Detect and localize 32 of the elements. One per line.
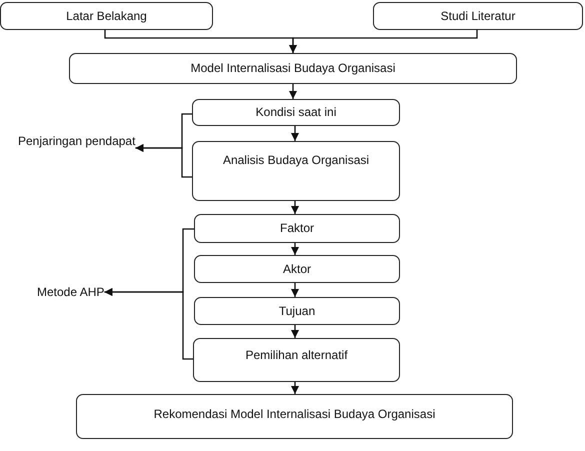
- arrow: [291, 243, 299, 255]
- process-box: [192, 141, 400, 201]
- arrow: [291, 382, 299, 394]
- box-label: Studi Literatur: [440, 8, 516, 24]
- box-label: Pemilihan alternatif: [244, 348, 349, 363]
- arrow: [291, 283, 299, 297]
- box-label: Tujuan: [278, 304, 316, 318]
- process-box: [193, 338, 400, 382]
- process-box: [194, 214, 400, 243]
- arrow: [104, 288, 193, 360]
- box-label: Faktor: [278, 221, 315, 236]
- process-box: [192, 99, 400, 126]
- side-label: Penjaringan pendapat: [18, 134, 136, 149]
- process-box: [194, 255, 400, 283]
- box-label: Rekomendasi Model Internalisasi Budaya Organisasi: [152, 407, 436, 422]
- side-label: Metode AHP: [37, 285, 104, 300]
- arrow: [289, 84, 297, 99]
- box-label: Latar Belakang: [65, 8, 148, 24]
- process-box: [373, 2, 583, 30]
- process-box: [69, 53, 517, 84]
- box-label: Analisis Budaya Organisasi: [222, 153, 370, 168]
- box-label: Model Internalisasi Budaya Organisasi: [190, 61, 396, 76]
- process-box: [76, 394, 513, 439]
- arrow: [291, 201, 299, 214]
- process-box: [0, 2, 213, 30]
- process-box: [194, 297, 400, 325]
- box-label: Kondisi saat ini: [254, 105, 338, 120]
- box-label: Aktor: [282, 262, 312, 276]
- arrow: [135, 144, 192, 178]
- arrow: [291, 126, 299, 141]
- arrow: [289, 30, 478, 53]
- arrow: [291, 325, 299, 338]
